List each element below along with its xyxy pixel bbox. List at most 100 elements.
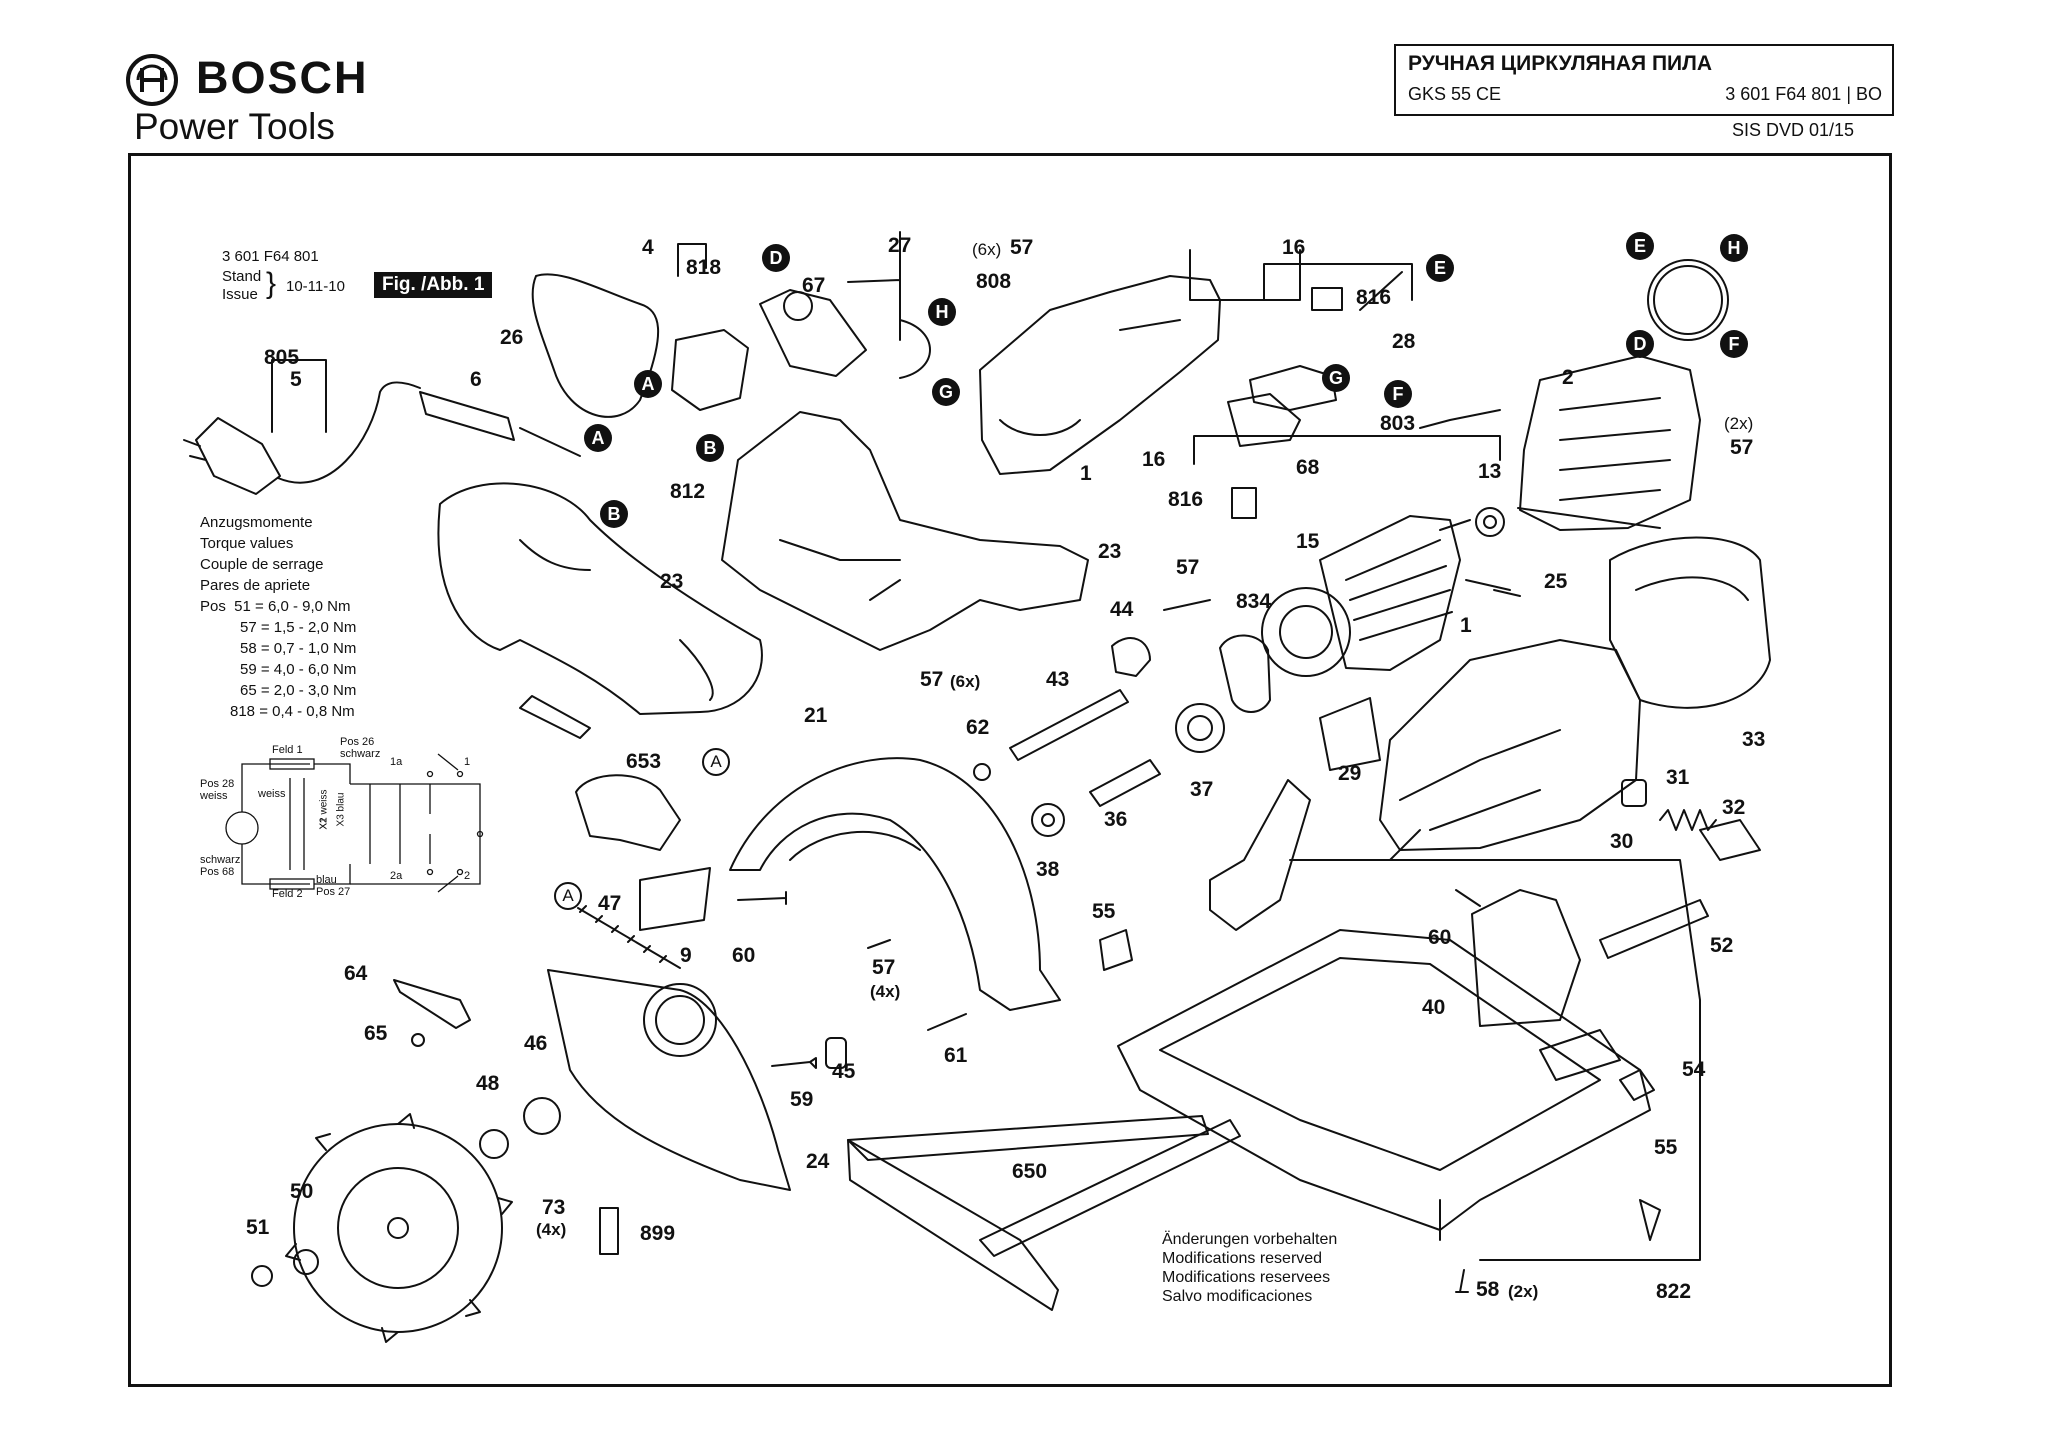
part-label: 40 — [1422, 996, 1446, 1019]
callout-marker: F — [1720, 330, 1748, 358]
tilt-segment-shape — [1209, 779, 1311, 931]
part-label: 650 — [1012, 1160, 1048, 1183]
torque-table: Anzugsmomente Torque values Couple de se… — [200, 512, 356, 722]
part-label: 37 — [1190, 778, 1214, 801]
stand-label: Stand — [222, 268, 262, 285]
lower-guard-shape — [547, 969, 791, 1191]
part-label: 21 — [804, 704, 828, 727]
wiring-label: schwarz — [340, 748, 381, 760]
part-label: 818 — [686, 256, 722, 279]
part-label: 48 — [476, 1072, 500, 1095]
note-line: Salvo modificaciones — [1162, 1288, 1313, 1305]
wiring-label: Pos 27 — [316, 886, 351, 898]
wiring-label: Pos 28 — [200, 778, 235, 790]
part-label: 38 — [1036, 858, 1060, 881]
torque-heading: Pares de apriete — [200, 577, 311, 594]
part-label: (6x) — [972, 240, 1002, 259]
part-label: (2x) — [1724, 414, 1754, 433]
wiring-label: 1 — [464, 756, 471, 768]
part-label: 68 — [1296, 456, 1320, 479]
part-label: 57 — [872, 956, 896, 979]
callout-marker: A — [584, 424, 612, 452]
part-label: 6 — [470, 368, 482, 391]
part-label: 33 — [1742, 728, 1766, 751]
part-label: 64 — [344, 962, 368, 985]
part-label: 50 — [290, 1180, 314, 1203]
gear-shape — [1175, 703, 1225, 753]
part-label: (2x) — [1508, 1282, 1539, 1301]
part-label: 60 — [1428, 926, 1452, 949]
part-label: 816 — [1168, 488, 1204, 511]
callout-marker: E — [1626, 232, 1654, 260]
part-label: 59 — [790, 1088, 814, 1111]
part-label: 24 — [806, 1150, 830, 1173]
part-label: 808 — [976, 270, 1012, 293]
callout-marker: B — [600, 500, 628, 528]
part-label: 32 — [1722, 796, 1746, 819]
note-line: Modifications reserved — [1162, 1250, 1323, 1267]
callout-marker: A — [634, 370, 662, 398]
part-label: 822 — [1656, 1280, 1692, 1303]
part-label: 55 — [1092, 900, 1116, 923]
wiring-label: 2 — [464, 870, 471, 882]
electronic-module-shape — [759, 289, 867, 377]
figure-label: Fig. /Abb. 1 — [374, 272, 493, 298]
housing-half-shape — [721, 411, 1089, 651]
parallel-guide-shape — [847, 1115, 1209, 1161]
part-label: 27 — [888, 234, 912, 257]
part-label: 812 — [670, 480, 706, 503]
brand-name: BOSCH — [196, 52, 369, 103]
part-label: 57 — [1010, 236, 1034, 259]
part-label: 43 — [1046, 668, 1070, 691]
wire-loop-shape — [531, 273, 660, 418]
motor-housing-shape — [979, 275, 1221, 475]
torque-row: 58 = 0,7 - 1,0 Nm — [240, 640, 357, 657]
part-label: 57 — [1730, 436, 1754, 459]
part-label: (6x) — [950, 672, 981, 691]
wiring-label: weiss — [258, 788, 286, 800]
part-label: 9 — [680, 944, 692, 967]
part-label: 653 — [626, 750, 662, 773]
part-label: 57 — [920, 668, 944, 691]
torque-heading: Couple de serrage — [200, 556, 324, 573]
brush-holder-shape — [1249, 365, 1337, 411]
torque-row: 57 = 1,5 - 2,0 Nm — [240, 619, 357, 636]
part-label: 36 — [1104, 808, 1128, 831]
callout-marker: H — [1720, 234, 1748, 262]
torque-heading: Torque values — [200, 535, 294, 552]
part-label: 67 — [802, 274, 826, 297]
part-label: 803 — [1380, 412, 1416, 435]
part-label: 25 — [1544, 570, 1568, 593]
brand-tagline: Power Tools — [134, 106, 335, 147]
part-label: 57 — [1176, 556, 1200, 579]
torque-row: 59 = 4,0 - 6,0 Nm — [240, 661, 357, 678]
torque-row: 818 = 0,4 - 0,8 Nm — [230, 703, 355, 720]
part-label: 899 — [640, 1222, 676, 1245]
part-label: 31 — [1666, 766, 1690, 789]
doc-number: 3 601 F64 801 — [222, 248, 319, 265]
wiring-lines — [225, 753, 484, 893]
field-coil-shape — [1519, 355, 1701, 531]
part-label: (4x) — [870, 982, 901, 1001]
wiring-label: Feld 1 — [272, 744, 303, 756]
part-label: 52 — [1710, 934, 1734, 957]
part-label: 30 — [1610, 830, 1634, 853]
issue-label: Issue — [222, 286, 258, 303]
wiring-label: blau — [316, 874, 337, 886]
part-label: 54 — [1682, 1058, 1706, 1081]
callout-marker: D — [1626, 330, 1654, 358]
part-label: 5 — [290, 368, 302, 391]
bosch-logo-icon — [124, 52, 180, 113]
issue-date: 10-11-10 — [286, 278, 345, 295]
wiring-label: Feld 2 — [272, 888, 303, 900]
cable-sleeve-shape — [419, 391, 515, 441]
armature-shape — [1319, 515, 1461, 671]
part-label: 62 — [966, 716, 990, 739]
note-line: Modifications reservees — [1162, 1269, 1331, 1286]
part-label: 55 — [1654, 1136, 1678, 1159]
part-label: 2 — [1562, 366, 1574, 389]
blade-guard-shape — [729, 757, 1061, 1011]
shaft-shape — [1009, 689, 1129, 761]
wiring-label: 2a — [390, 870, 403, 882]
